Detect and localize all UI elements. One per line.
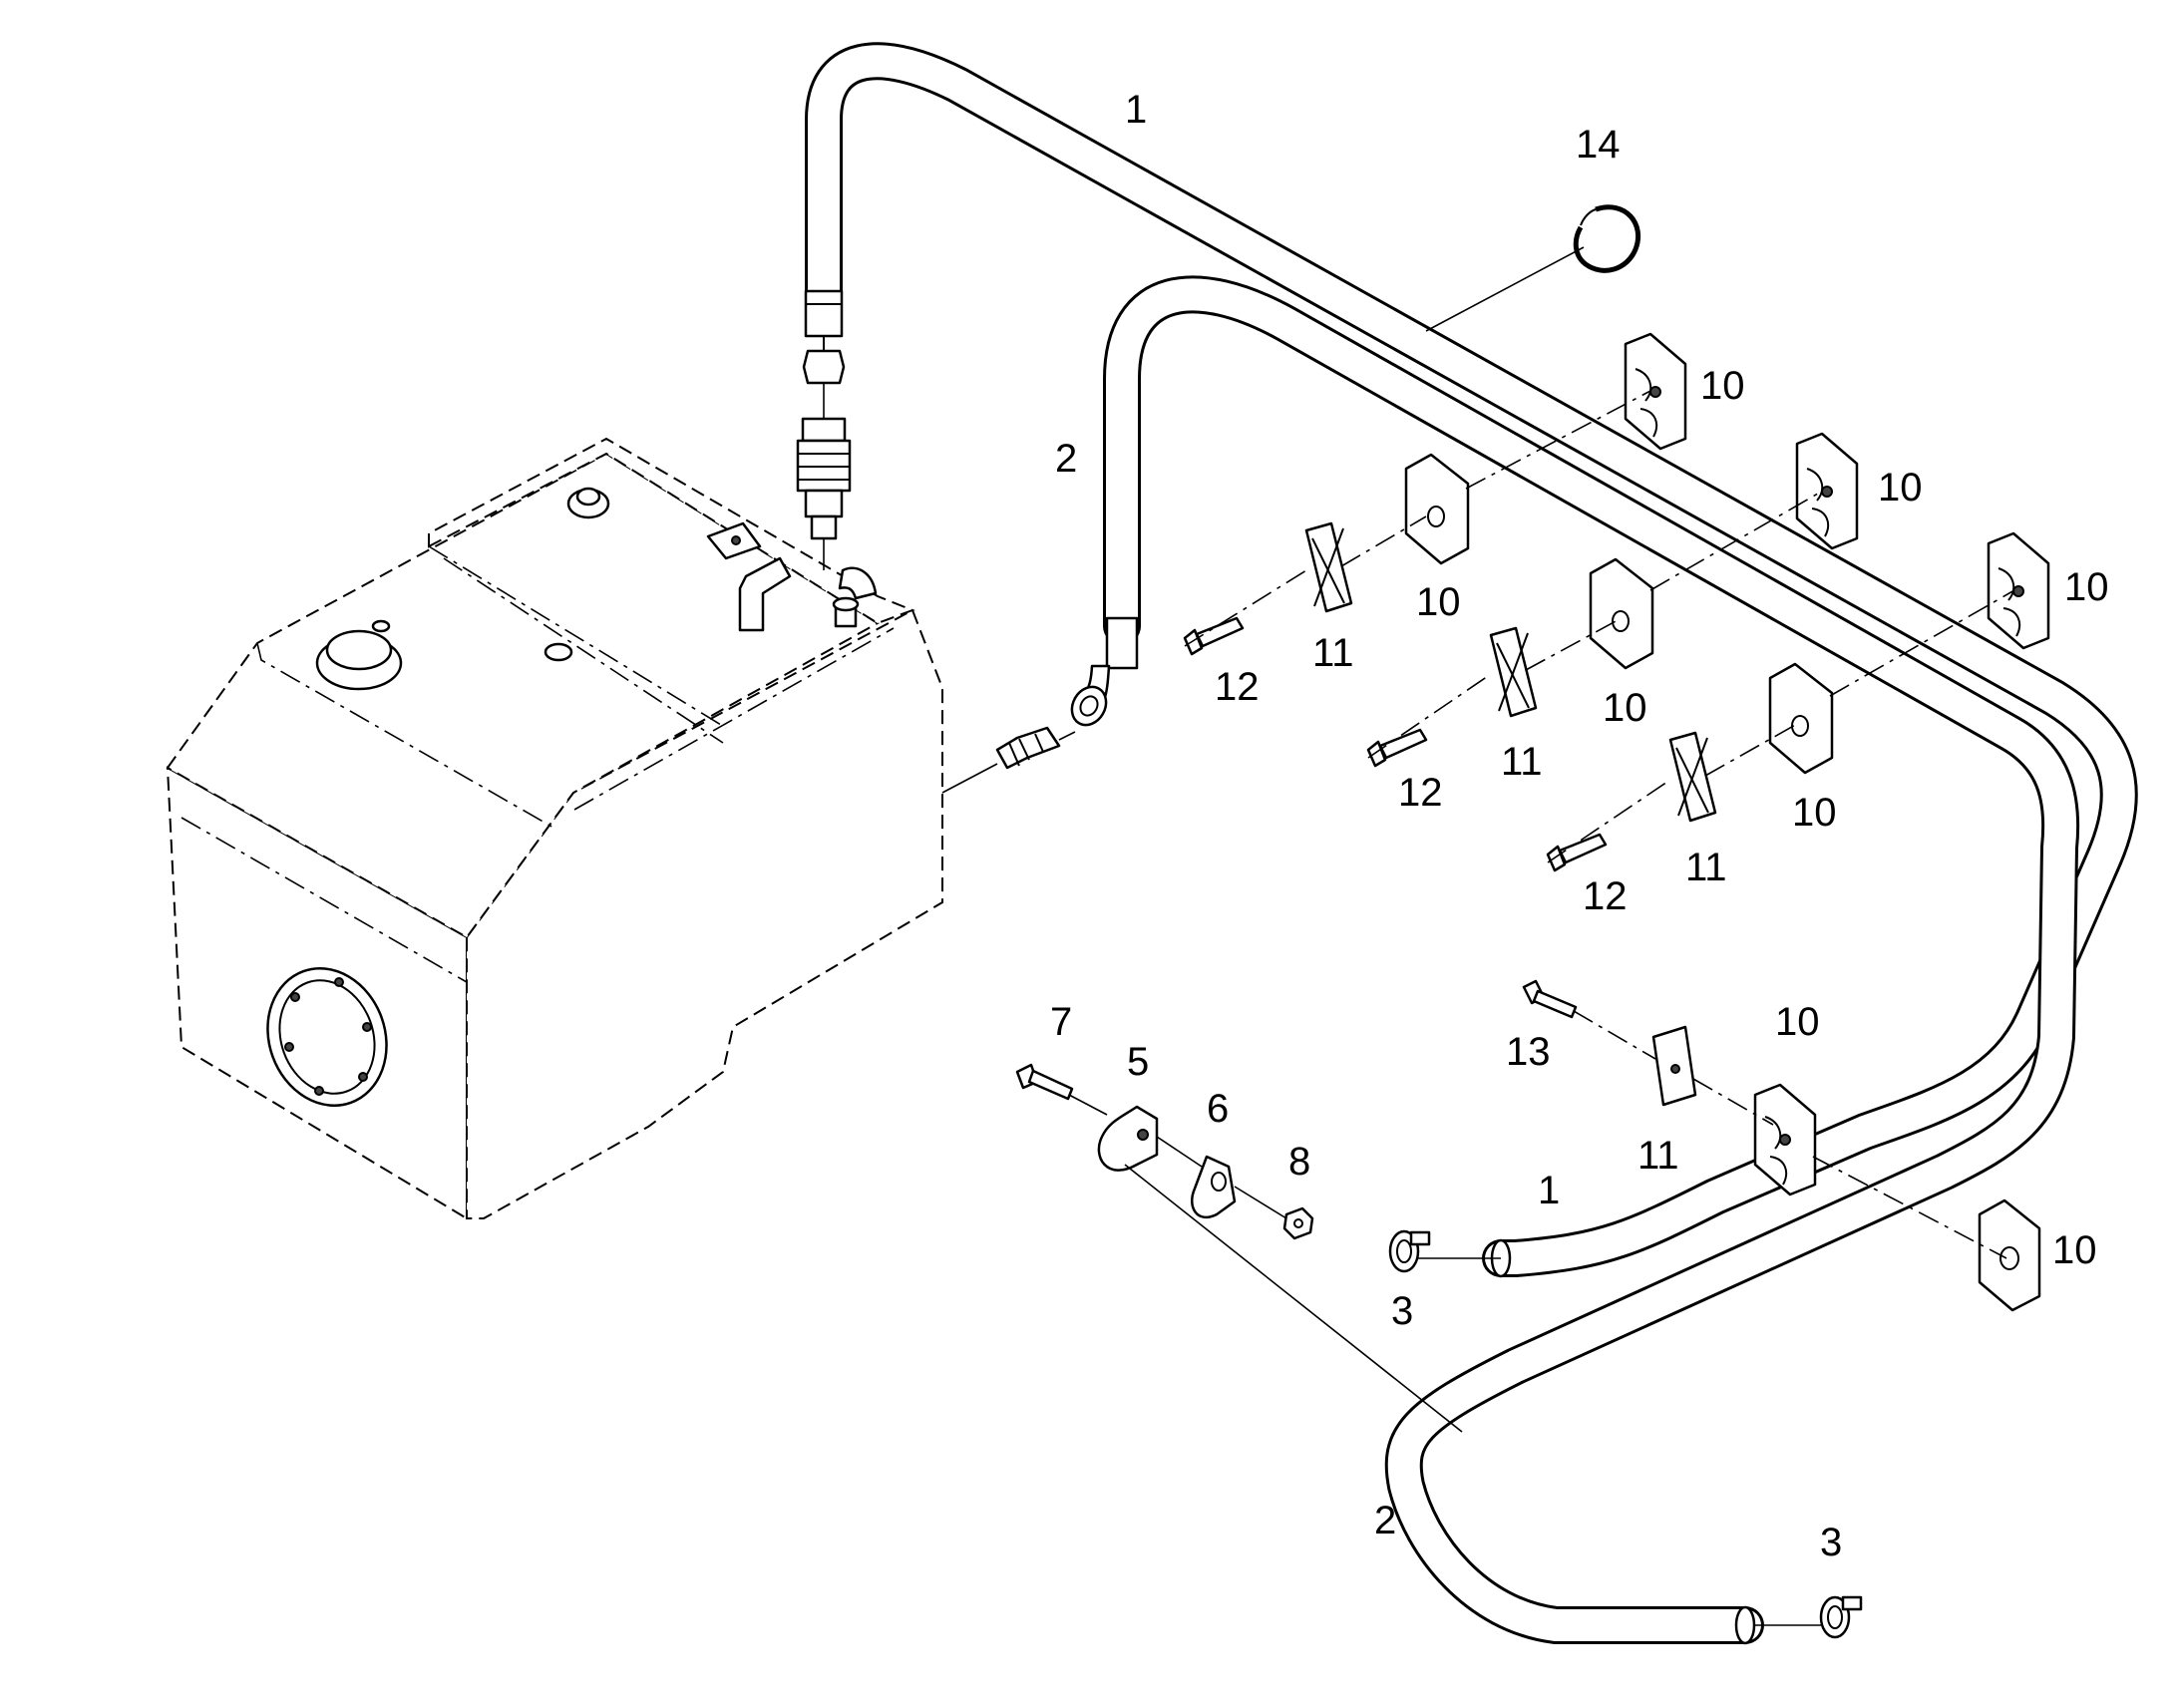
callout-3-left: 3 <box>1391 1289 1413 1333</box>
callout-1-top: 1 <box>1125 88 1147 132</box>
plug-top-2 <box>544 642 573 662</box>
hose-2-end <box>1734 1605 1756 1645</box>
callout-1-lower: 1 <box>1538 1169 1560 1212</box>
hydraulic-tank <box>166 437 943 1220</box>
callout-10-b: 10 <box>1878 466 1923 510</box>
hose-1 <box>805 42 2138 1277</box>
hose-1-end-fittings <box>796 289 852 570</box>
callout-12-c: 12 <box>1583 874 1628 918</box>
cleaning-cover <box>266 967 388 1107</box>
callout-14: 14 <box>1576 123 1621 167</box>
callout-13: 13 <box>1506 1030 1551 1074</box>
retaining-ring <box>1573 204 1641 273</box>
callout-12-a: 12 <box>1215 665 1260 709</box>
suction-elbow <box>738 556 792 632</box>
callout-11-b: 11 <box>1501 740 1543 784</box>
hose-clamp-lower <box>1753 1595 1863 1639</box>
return-elbow <box>838 566 878 600</box>
callout-11-a: 11 <box>1312 631 1354 675</box>
leader-lines <box>1068 246 2015 1433</box>
callout-10-g: 10 <box>1775 1000 1820 1044</box>
callout-12-b: 12 <box>1398 771 1443 815</box>
clamp-assembly-upper-1 <box>1183 332 1687 656</box>
callout-11-d: 11 <box>1637 1134 1679 1178</box>
callout-10-a: 10 <box>1700 364 1745 408</box>
hose-2 <box>1103 275 2080 1644</box>
callout-2-bottom: 2 <box>1374 1499 1396 1542</box>
hose-2-end-fittings <box>941 616 1139 794</box>
hose-clamp-upper <box>1388 1229 1501 1273</box>
p-clamp-assembly <box>1015 1063 1314 1240</box>
clamp-assembly-upper-2 <box>1366 432 1859 768</box>
callout-10-c: 10 <box>2064 565 2109 609</box>
callout-6: 6 <box>1207 1087 1229 1131</box>
callout-5: 5 <box>1127 1040 1149 1084</box>
callout-7: 7 <box>1050 1000 1072 1044</box>
callout-11-c: 11 <box>1685 846 1727 889</box>
callout-10-h: 10 <box>2052 1228 2097 1272</box>
callout-10-d: 10 <box>1416 580 1461 624</box>
clamp-assembly-lower <box>1522 979 2041 1312</box>
callout-8: 8 <box>1288 1140 1310 1184</box>
callout-2-left: 2 <box>1055 437 1077 481</box>
callout-3-right: 3 <box>1820 1521 1842 1564</box>
clamp-assembly-upper-3 <box>1546 531 2050 872</box>
filler-cap <box>315 619 403 691</box>
callout-10-f: 10 <box>1792 791 1837 835</box>
callout-labels: 1 1 2 2 3 3 5 6 7 8 10 10 10 10 10 10 10… <box>1050 88 2109 1564</box>
callout-10-e: 10 <box>1603 686 1647 730</box>
